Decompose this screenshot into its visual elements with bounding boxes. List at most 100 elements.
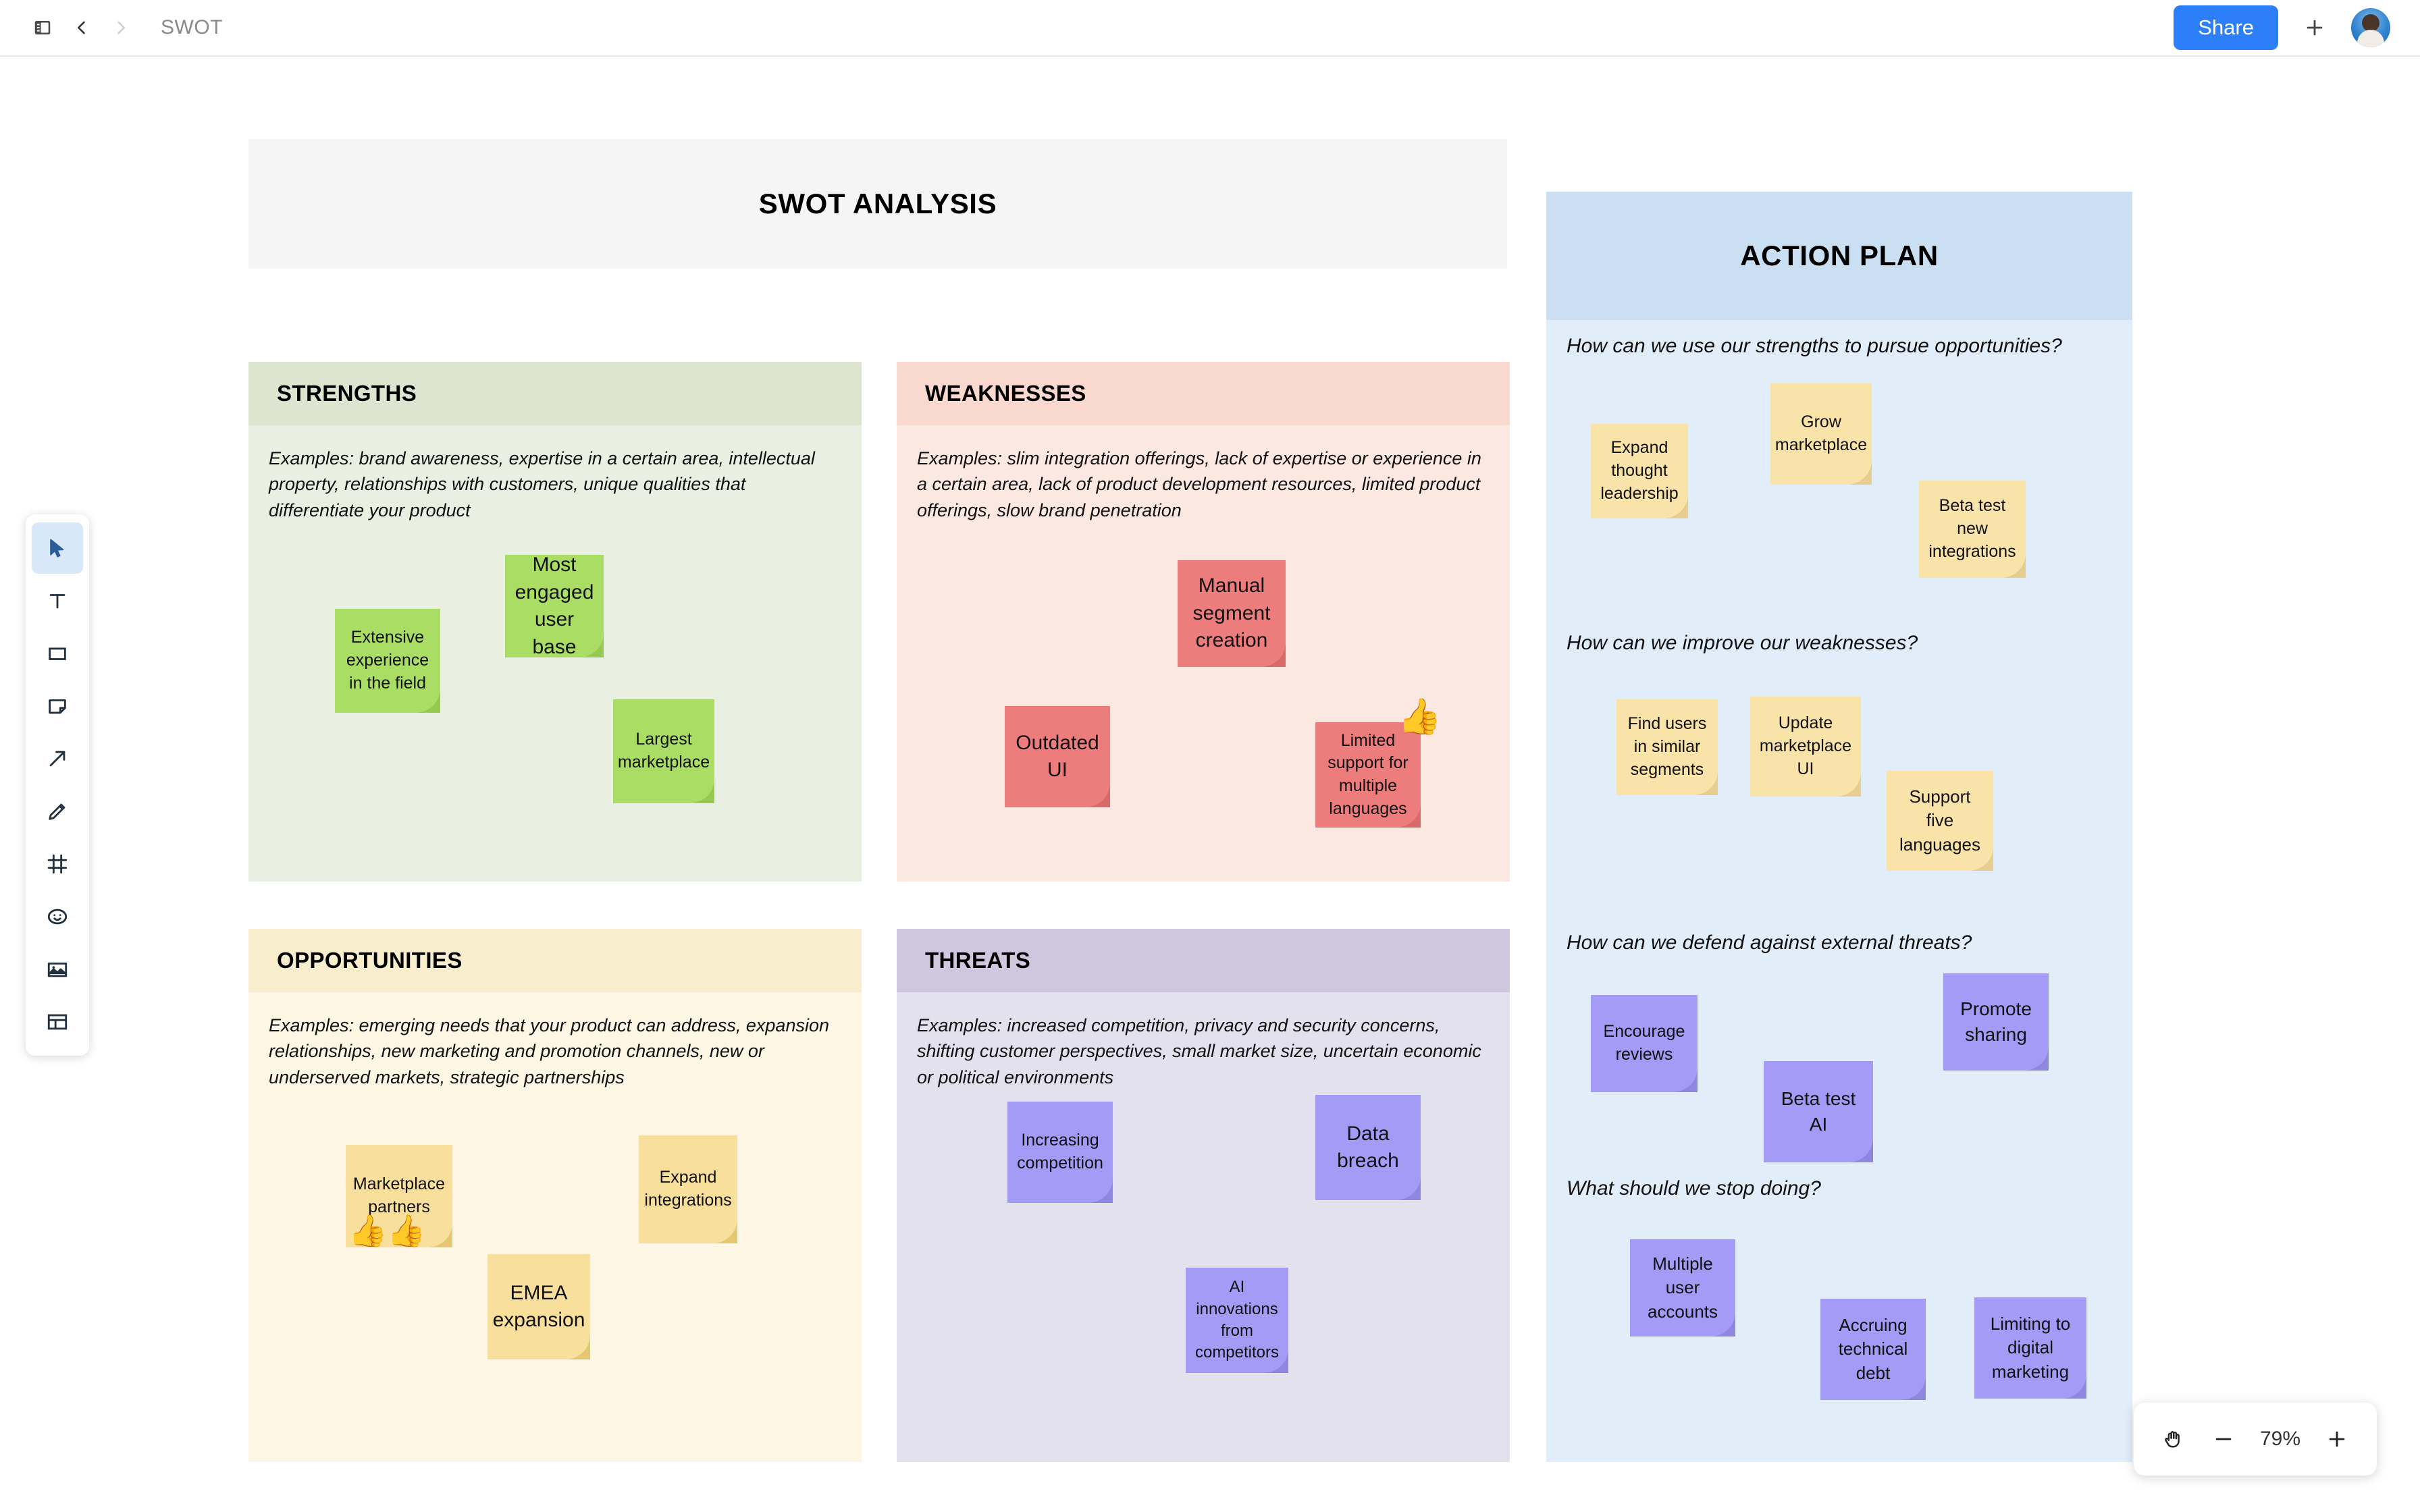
chevron-left-icon[interactable] [62, 8, 101, 47]
sticky-note-text: Beta test AI [1781, 1088, 1856, 1135]
share-button[interactable]: Share [2174, 5, 2278, 50]
swot-title: SWOT ANALYSIS [758, 188, 997, 219]
sticky-note-text: Limited support for multiple languages [1327, 730, 1409, 818]
sticky-note-text: Beta test new integrations [1928, 496, 2016, 561]
zoom-in-button[interactable] [2315, 1417, 2359, 1461]
zoom-level-label: 79% [2259, 1428, 2301, 1450]
quadrant-label-opportunities: OPPORTUNITIES [277, 948, 463, 973]
quadrant-label-threats: THREATS [925, 948, 1031, 973]
thumbs-up-double-sticker[interactable]: 👍👍 [348, 1213, 426, 1248]
thumbs-up-sticker[interactable]: 👍 [1398, 697, 1442, 736]
sticky-note[interactable]: Expand integrations [639, 1135, 745, 1251]
sticky-note-text: Find users in similar segments [1627, 714, 1707, 779]
sticky-note-text: Marketplace partners [352, 1174, 446, 1216]
sticky-note[interactable]: Manual segment creation [1178, 560, 1294, 675]
sticky-note[interactable]: Multiple user accounts [1630, 1239, 1743, 1345]
sticky-note-text: Encourage reviews [1603, 1022, 1685, 1064]
select-tool[interactable] [32, 522, 83, 574]
sticky-note[interactable]: Outdated UI [1005, 706, 1118, 815]
hand-icon[interactable] [2151, 1417, 2196, 1461]
template-tool[interactable] [32, 996, 83, 1048]
sticky-note-text: Increasing competition [1017, 1131, 1103, 1172]
quadrant-label-strengths: STRENGTHS [277, 381, 417, 406]
sticky-note[interactable]: Marketplace partners [346, 1145, 461, 1256]
sticky-note-text: Manual segment creation [1192, 574, 1271, 652]
quadrant-body-strengths: Examples: brand awareness, expertise in … [248, 425, 862, 882]
sticky-note[interactable]: Limited support for multiple languages [1315, 722, 1429, 836]
text-tool[interactable] [32, 575, 83, 626]
sticky-note[interactable]: Find users in similar segments [1616, 699, 1726, 803]
smiley-tool[interactable] [32, 891, 83, 942]
swot-title-banner: SWOT ANALYSIS [248, 139, 1507, 269]
quadrant-description-opportunities: Examples: emerging needs that your produ… [269, 1015, 829, 1087]
sticky-note[interactable]: Promote sharing [1943, 973, 2057, 1079]
sticky-note[interactable]: Data breach [1315, 1095, 1429, 1208]
sticky-note-text: Accruing technical debt [1838, 1315, 1908, 1383]
quadrant-opportunities[interactable]: OPPORTUNITIES Examples: emerging needs t… [248, 929, 862, 1462]
action-plan-header: ACTION PLAN [1546, 192, 2132, 320]
sticky-note-text: Promote sharing [1960, 998, 2032, 1045]
sticky-note-text: Most engaged user base [515, 554, 594, 658]
sticky-note[interactable]: Encourage reviews [1591, 995, 1706, 1100]
pencil-tool[interactable] [32, 786, 83, 837]
avatar[interactable] [2351, 8, 2390, 47]
quadrant-strengths[interactable]: STRENGTHS Examples: brand awareness, exp… [248, 362, 862, 882]
sticky-note[interactable]: Increasing competition [1007, 1102, 1121, 1211]
sticky-note-tool[interactable] [32, 680, 83, 732]
sticky-note[interactable]: Expand thought leadership [1591, 424, 1696, 526]
sticky-note-text: Expand thought leadership [1600, 438, 1679, 503]
board-canvas[interactable]: SWOT ANALYSIS STRENGTHS Examples: brand … [0, 57, 2420, 1512]
sticky-note-text: Largest marketplace [617, 730, 710, 772]
sidebar-toggle-icon[interactable] [23, 8, 62, 47]
sticky-note-text: Outdated UI [1016, 731, 1099, 782]
document-title[interactable]: SWOT [161, 16, 223, 38]
arrow-tool[interactable] [32, 733, 83, 784]
sticky-note[interactable]: AI innovations from competitors [1186, 1268, 1296, 1381]
sticky-note-text: Extensive experience in the field [346, 628, 429, 693]
sticky-note[interactable]: Beta test new integrations [1919, 481, 2034, 586]
sticky-note[interactable]: Limiting to digital marketing [1974, 1297, 2095, 1407]
sticky-note[interactable]: Accruing technical debt [1820, 1299, 1934, 1408]
quadrant-header-opportunities: OPPORTUNITIES [248, 929, 862, 992]
action-plan-question-4: What should we stop doing? [1567, 1177, 1821, 1199]
action-plan-panel[interactable]: ACTION PLAN How can we use our strengths… [1546, 192, 2132, 1462]
sticky-note[interactable]: Extensive experience in the field [335, 609, 448, 721]
sticky-note[interactable]: Grow marketplace [1770, 383, 1880, 493]
quadrant-header-weaknesses: WEAKNESSES [897, 362, 1510, 425]
sticky-note-text: Multiple user accounts [1647, 1253, 1718, 1322]
top-bar: SWOT Share [0, 0, 2420, 57]
sticky-note[interactable]: Largest marketplace [613, 699, 722, 811]
image-tool[interactable] [32, 944, 83, 995]
quadrant-header-threats: THREATS [897, 929, 1510, 992]
action-plan-question-3: How can we defend against external threa… [1567, 932, 1972, 954]
top-bar-left-group: SWOT [0, 8, 223, 47]
quadrant-body-threats: Examples: increased competition, privacy… [897, 992, 1510, 1462]
action-plan-question-2: How can we improve our weaknesses? [1567, 632, 1918, 654]
zoom-out-button[interactable] [2201, 1417, 2246, 1461]
quadrant-header-strengths: STRENGTHS [248, 362, 862, 425]
sticky-note[interactable]: EMEA expansion [488, 1254, 598, 1368]
sticky-note-text: Limiting to digital marketing [1990, 1314, 2071, 1382]
plus-icon[interactable] [2296, 9, 2334, 47]
action-plan-question-1: How can we use our strengths to pursue o… [1567, 335, 2062, 357]
sticky-note[interactable]: Most engaged user base [505, 554, 612, 666]
zoom-control: 79% [2134, 1403, 2377, 1476]
sticky-note[interactable]: Update marketplace UI [1750, 697, 1869, 805]
chevron-right-icon[interactable] [101, 8, 140, 47]
sticky-note[interactable]: Beta test AI [1764, 1061, 1881, 1170]
sticky-note[interactable]: Support five languages [1887, 771, 2001, 879]
quadrant-threats[interactable]: THREATS Examples: increased competition,… [897, 929, 1510, 1462]
quadrant-description-threats: Examples: increased competition, privacy… [917, 1015, 1481, 1087]
quadrant-description-weaknesses: Examples: slim integration offerings, la… [917, 448, 1481, 520]
quadrant-label-weaknesses: WEAKNESSES [925, 381, 1086, 406]
sticky-note-text: Expand integrations [644, 1168, 732, 1210]
sticky-note-text: Update marketplace UI [1759, 713, 1852, 778]
frame-tool[interactable] [32, 838, 83, 890]
quadrant-body-opportunities: Examples: emerging needs that your produ… [248, 992, 862, 1462]
action-plan-title: ACTION PLAN [1740, 240, 1939, 271]
sticky-note-text: Support five languages [1899, 786, 1980, 855]
action-plan-body: How can we use our strengths to pursue o… [1546, 320, 2132, 1462]
top-bar-right-group: Share [2174, 5, 2420, 50]
rectangle-tool[interactable] [32, 628, 83, 679]
quadrant-weaknesses[interactable]: WEAKNESSES Examples: slim integration of… [897, 362, 1510, 882]
